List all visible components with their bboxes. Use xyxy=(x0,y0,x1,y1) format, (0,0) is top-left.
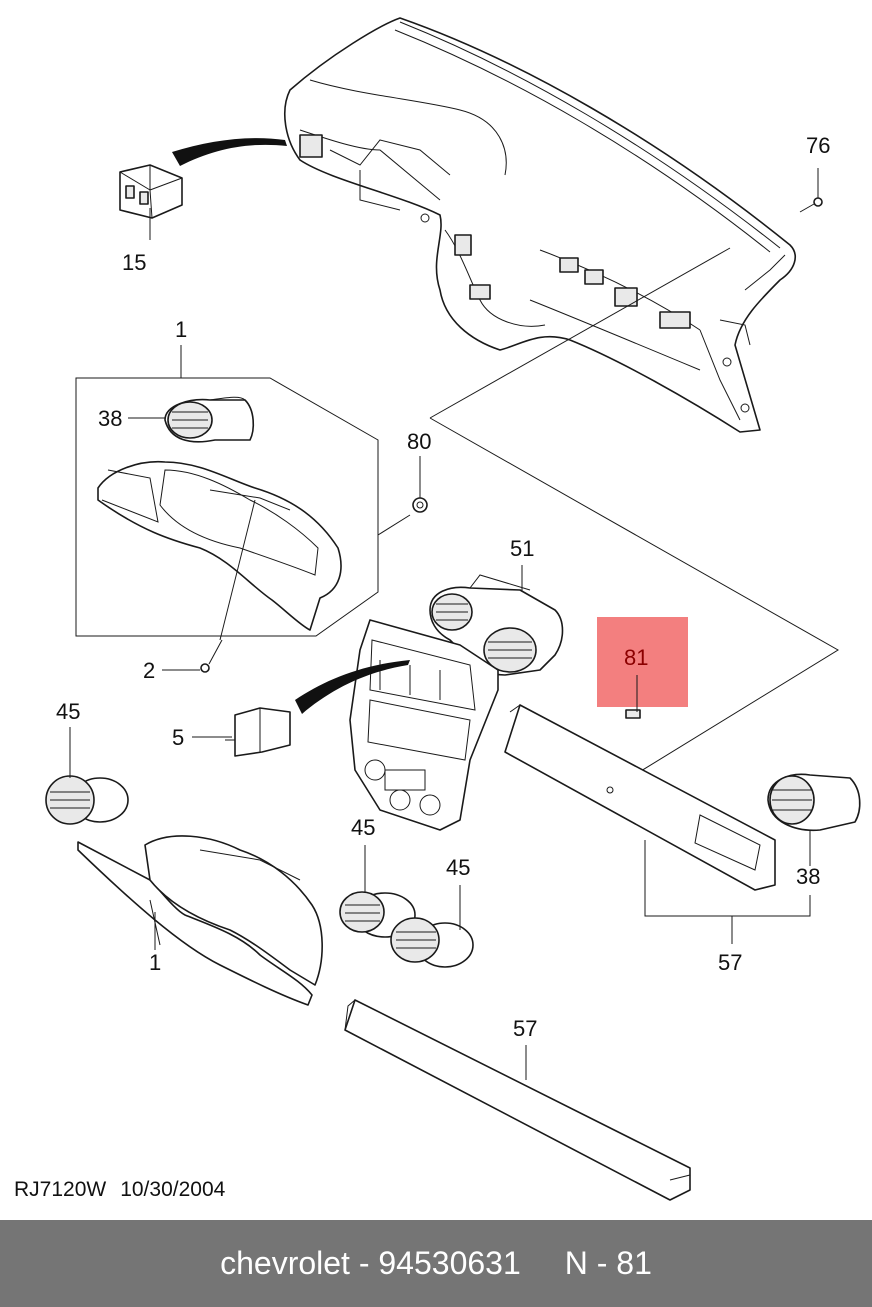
cluster-bezel-top xyxy=(97,460,342,641)
callout-45-left: 45 xyxy=(56,699,80,724)
footer-ref: N - 81 xyxy=(564,1245,652,1281)
part-2-screw xyxy=(200,639,223,673)
arrow-15 xyxy=(172,138,287,166)
footer-separator: - xyxy=(358,1245,370,1281)
callout-81: 81 xyxy=(624,645,648,670)
part-45-vent-mid xyxy=(339,891,416,938)
callout-5: 5 xyxy=(172,725,184,750)
drawing-date: 10/30/2004 xyxy=(120,1178,226,1201)
callout-2: 2 xyxy=(143,658,155,683)
drawing-code-id: RJ7120W xyxy=(14,1178,107,1201)
part-5-switch xyxy=(225,707,291,757)
part-45-vent-left xyxy=(45,775,129,825)
part-81-clip xyxy=(625,709,641,719)
dashboard-panel xyxy=(284,17,796,433)
part-38-vent-right xyxy=(767,773,861,832)
part-76-screw xyxy=(799,197,823,213)
callout-57-upper: 57 xyxy=(718,950,742,975)
callout-45-right: 45 xyxy=(446,855,470,880)
callout-38-top: 38 xyxy=(98,406,122,431)
assembly-box-1 xyxy=(75,377,411,637)
callout-1-bottom: 1 xyxy=(149,950,161,975)
cluster-bezel-bottom xyxy=(77,835,323,1006)
callout-45-mid: 45 xyxy=(351,815,375,840)
callout-1-top: 1 xyxy=(175,317,187,342)
callout-51: 51 xyxy=(510,536,534,561)
callout-57-lower: 57 xyxy=(513,1016,537,1041)
highlight-box-81 xyxy=(597,617,688,707)
callout-38-right: 38 xyxy=(796,864,820,889)
parts-diagram: 76 15 1 38 80 51 81 2 5 45 45 45 38 57 1… xyxy=(45,17,861,1201)
part-38-vent-top xyxy=(164,396,255,443)
part-15-switch xyxy=(119,164,183,219)
part-57-trim-lower xyxy=(344,999,691,1201)
callout-80: 80 xyxy=(407,429,431,454)
footer-brand: chevrolet xyxy=(220,1245,350,1281)
drawing-code: RJ7120W 10/30/2004 xyxy=(14,1178,225,1202)
part-57-trim-upper xyxy=(504,704,776,891)
arrow-5 xyxy=(295,660,410,714)
part-45-vent-right xyxy=(390,917,474,968)
center-console-bezel xyxy=(349,619,499,831)
footer-part-number: 94530631 xyxy=(378,1245,521,1281)
footer-bar: chevrolet - 94530631 N - 81 xyxy=(0,1220,872,1307)
callout-15: 15 xyxy=(122,250,146,275)
part-80-clip xyxy=(412,497,428,513)
callout-76: 76 xyxy=(806,133,830,158)
